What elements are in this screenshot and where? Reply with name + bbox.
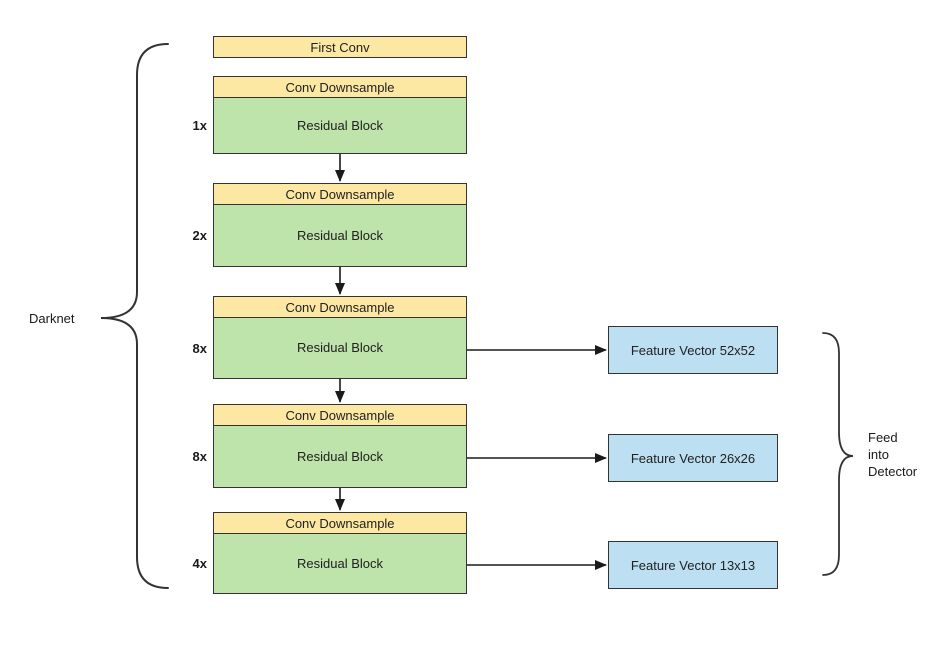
residual-block-box: Residual Block [213, 316, 467, 379]
conv-residual-block-3: Conv Downsample Residual Block [213, 296, 467, 379]
feature-vector-26x26-label: Feature Vector 26x26 [630, 450, 756, 466]
residual-block-box: Residual Block [213, 96, 467, 154]
residual-block-label: Residual Block [297, 448, 383, 464]
residual-block-label: Residual Block [297, 117, 383, 133]
feed-into-detector-label: Feed into Detector [868, 430, 918, 479]
residual-block-box: Residual Block [213, 424, 467, 488]
residual-block-box: Residual Block [213, 203, 467, 267]
right-curly-brace [822, 332, 854, 576]
conv-downsample-box: Conv Downsample [213, 183, 467, 205]
residual-block-label: Residual Block [297, 340, 383, 356]
feature-vector-26x26-box: Feature Vector 26x26 [608, 434, 778, 482]
darknet-label: Darknet [29, 311, 75, 326]
feature-vector-13x13-label: Feature Vector 13x13 [630, 557, 756, 573]
feature-vector-52x52-label: Feature Vector 52x52 [630, 342, 756, 358]
conv-residual-block-2: Conv Downsample Residual Block [213, 183, 467, 267]
block-4-multiplier: 8x [192, 449, 207, 464]
conv-downsample-box: Conv Downsample [213, 296, 467, 318]
feature-vector-13x13-box: Feature Vector 13x13 [608, 541, 778, 589]
block-3-multiplier: 8x [192, 341, 207, 356]
residual-block-label: Residual Block [297, 555, 383, 571]
conv-downsample-box: Conv Downsample [213, 404, 467, 426]
conv-downsample-label: Conv Downsample [285, 79, 395, 95]
residual-block-label: Residual Block [297, 227, 383, 243]
conv-downsample-box: Conv Downsample [213, 512, 467, 534]
conv-downsample-label: Conv Downsample [285, 407, 395, 423]
first-conv-label: First Conv [310, 39, 370, 55]
left-curly-brace [100, 43, 169, 589]
feature-vector-52x52-box: Feature Vector 52x52 [608, 326, 778, 374]
conv-downsample-label: Conv Downsample [285, 515, 395, 531]
block-5-multiplier: 4x [192, 556, 207, 571]
first-conv-box: First Conv [213, 36, 467, 58]
conv-residual-block-5: Conv Downsample Residual Block [213, 512, 467, 594]
conv-downsample-box: Conv Downsample [213, 76, 467, 98]
conv-residual-block-1: Conv Downsample Residual Block [213, 76, 467, 154]
residual-block-box: Residual Block [213, 532, 467, 594]
conv-residual-block-4: Conv Downsample Residual Block [213, 404, 467, 488]
block-1-multiplier: 1x [192, 118, 207, 133]
conv-downsample-label: Conv Downsample [285, 186, 395, 202]
conv-downsample-label: Conv Downsample [285, 299, 395, 315]
block-2-multiplier: 2x [192, 228, 207, 243]
